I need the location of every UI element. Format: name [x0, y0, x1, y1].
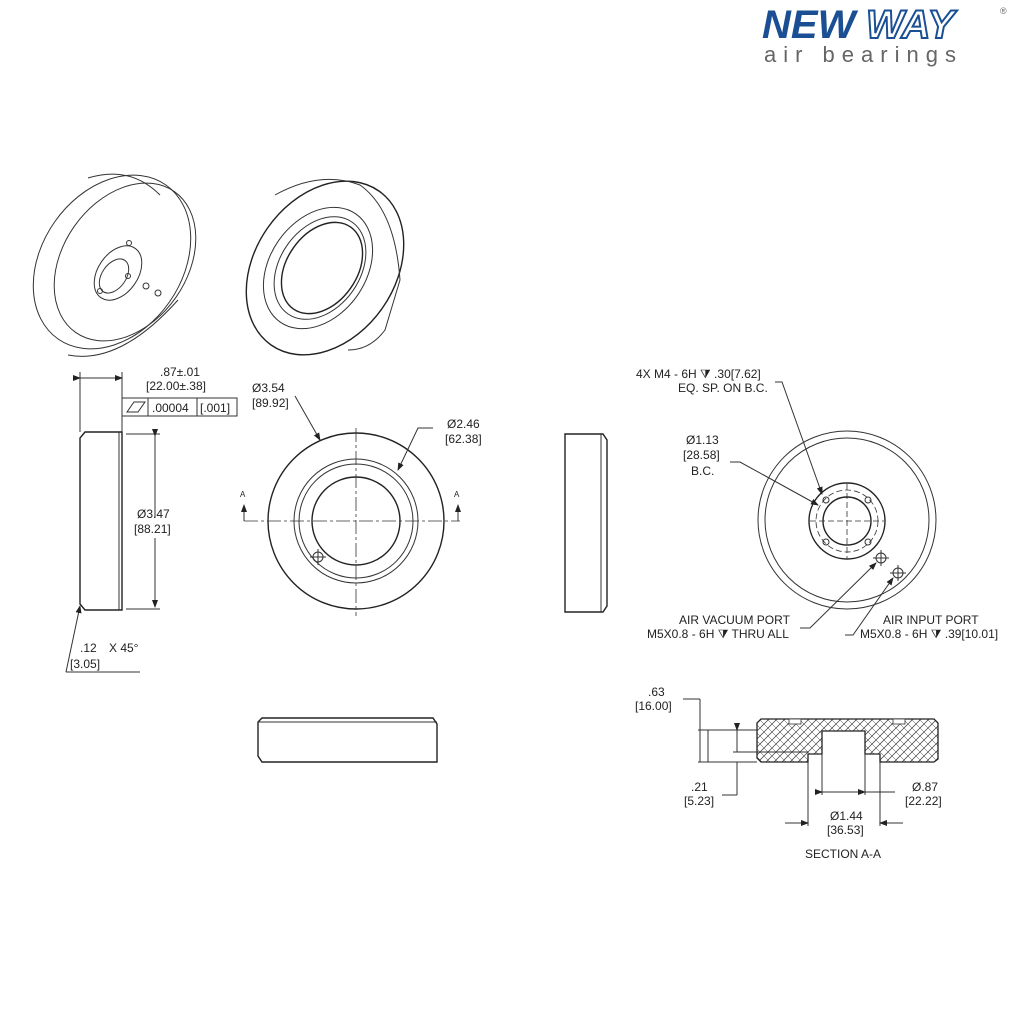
diameter-dim-mm: [88.21] — [134, 522, 171, 536]
vacuum-port-label: AIR VACUUM PORT — [679, 613, 791, 627]
input-port-spec: M5X0.8 - 6H ⧩ .39[10.01] — [860, 627, 998, 641]
height-dim-mm: [16.00] — [635, 699, 672, 713]
height-dim: .63 — [648, 685, 665, 699]
bore-dia: Ø.87 — [912, 780, 938, 794]
holes-spec: 4X M4 - 6H ⧩ .30[7.62] — [636, 367, 761, 381]
logo-brand-new: NEW — [762, 3, 859, 47]
bore-dia-mm: [22.22] — [905, 794, 942, 808]
inner-dia-mm: [62.38] — [445, 432, 482, 446]
width-dim: .87±.01 — [160, 365, 200, 379]
chamfer-mm: [3.05] — [70, 657, 100, 671]
front-view: Ø3.54 [89.92] Ø2.46 [62.38] A A — [240, 381, 482, 616]
newway-logo: NEW WAY ® air bearings — [762, 2, 1007, 67]
input-port-label: AIR INPUT PORT — [883, 613, 979, 627]
recess-dim-mm: [5.23] — [684, 794, 714, 808]
inner-dia: Ø2.46 — [447, 417, 480, 431]
logo-brand-way: WAY — [866, 3, 957, 47]
recess-dia-mm: [36.53] — [827, 823, 864, 837]
section-marker-right: A — [454, 490, 460, 499]
recess-dim: .21 — [691, 780, 708, 794]
recess-dia: Ø1.44 — [830, 809, 863, 823]
side-view-left: .87±.01 [22.00±.38] .00004 [.001] Ø3.47 … — [65, 365, 238, 673]
side-view-right — [564, 433, 608, 613]
chamfer-angle: X 45° — [109, 641, 139, 655]
chamfer-dim: .12 — [80, 641, 97, 655]
section-title: SECTION A-A — [805, 847, 881, 861]
outer-dia: Ø3.54 — [252, 381, 285, 395]
isometric-view-back — [245, 178, 405, 356]
bc-dia-mm: [28.58] — [683, 448, 720, 462]
flatness-icon — [126, 401, 146, 413]
back-view: 4X M4 - 6H ⧩ .30[7.62] EQ. SP. ON B.C. Ø… — [636, 367, 998, 641]
bc-dia: Ø1.13 — [686, 433, 719, 447]
logo-tagline: air bearings — [764, 42, 963, 67]
bottom-view — [257, 717, 438, 763]
tolerance-mm: [.001] — [200, 401, 230, 415]
isometric-view-front — [32, 173, 197, 357]
section-a-a: .63 [16.00] .21 [5.23] Ø.87 [22.22] Ø1.4… — [635, 685, 942, 861]
width-dim-mm: [22.00±.38] — [146, 379, 206, 393]
bc-label: B.C. — [691, 464, 714, 478]
logo-registered: ® — [1000, 6, 1007, 16]
diameter-dim: Ø3.47 — [137, 507, 170, 521]
tolerance-value: .00004 — [152, 401, 189, 415]
vacuum-port-spec: M5X0.8 - 6H ⧩ THRU ALL — [647, 627, 789, 641]
outer-dia-mm: [89.92] — [252, 396, 289, 410]
holes-spacing: EQ. SP. ON B.C. — [678, 381, 768, 395]
section-marker-left: A — [240, 490, 246, 499]
